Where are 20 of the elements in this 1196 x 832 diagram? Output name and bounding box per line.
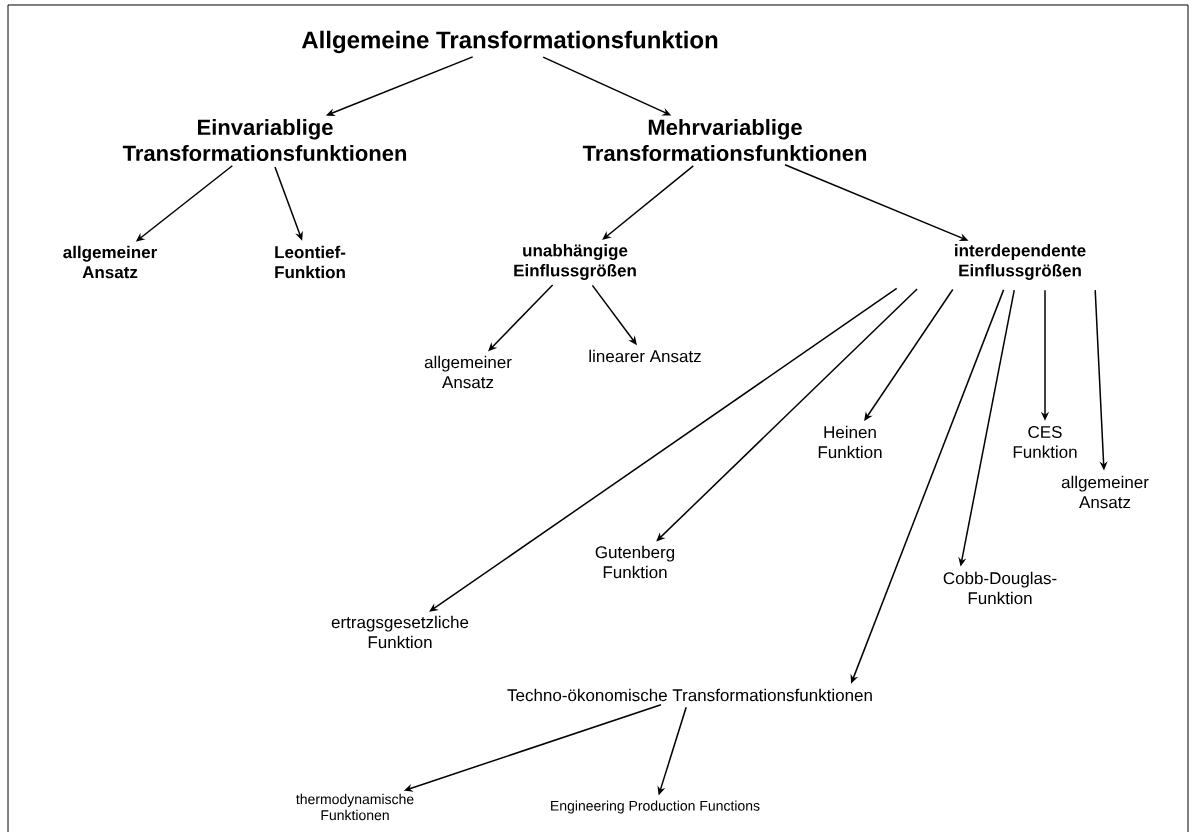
function-text: CES Funktion [1013, 426, 1077, 458]
function-text: allgemeiner Ansatz [1061, 475, 1149, 509]
function-text: linearer Ansatz [589, 349, 701, 363]
function-text: Engineering Production Functions [551, 800, 760, 814]
function-text: thermodynamische Funktionen [296, 793, 414, 821]
arrow [429, 287, 898, 612]
function-text: Gutenberg Funktion [595, 545, 675, 579]
category-text: unabhängige Einflussgrößen [514, 244, 636, 280]
category-text: interdependente Einflussgrößen [955, 244, 1086, 280]
function-text: allgemeiner Ansatz [424, 355, 512, 389]
function-text: Heinen Funktion [818, 425, 882, 459]
category-text: Einvariablige Transformationsfunktionen [122, 118, 407, 162]
category-text: allgemeiner Ansatz [63, 245, 157, 279]
arrow [602, 165, 695, 240]
category-text: Leontief- Funktion [275, 245, 346, 279]
category-text: Mehrvariablige Transformationsfunktionen [582, 118, 867, 162]
function-text: Techno-ökonomische Transformationsfunktionen [507, 688, 872, 702]
function-text: Cobb-Douglas- Funktion [943, 571, 1057, 605]
function-text: ertragsgesetzliche Funktion [331, 615, 469, 649]
title-text: Allgemeine Transformationsfunktion [301, 30, 718, 54]
